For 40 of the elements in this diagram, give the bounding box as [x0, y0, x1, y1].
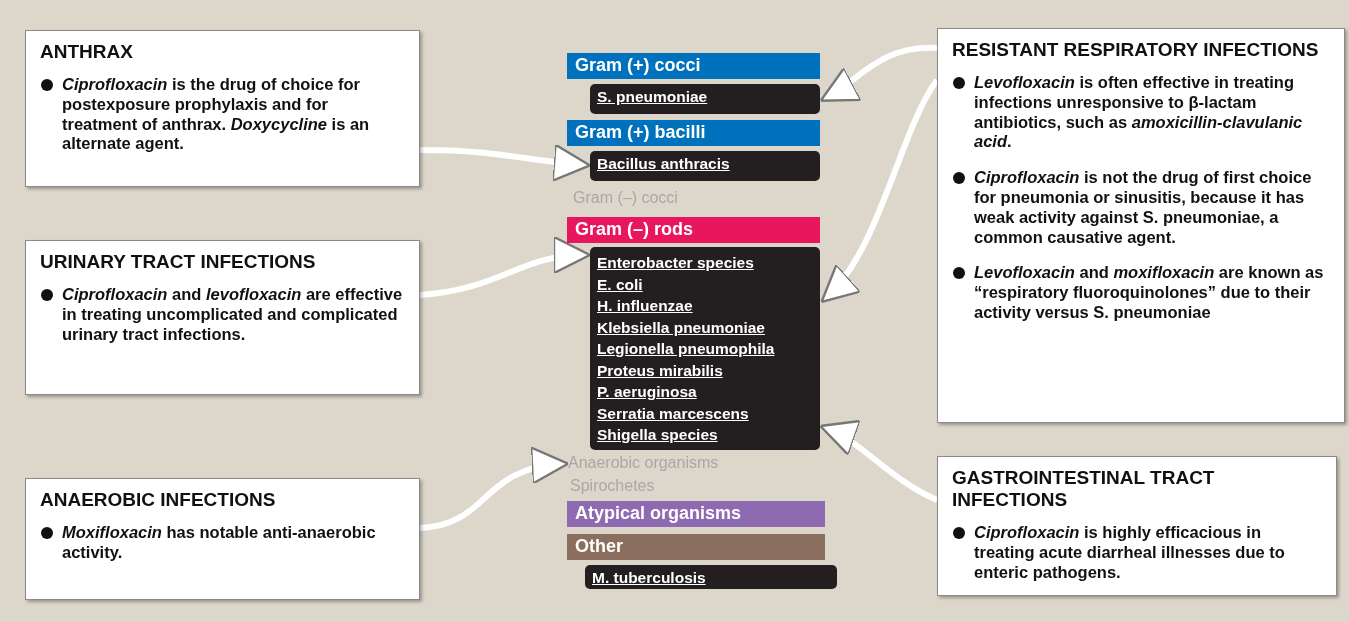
- callout-box: [25, 240, 420, 395]
- organism-label: M. tuberculosis: [585, 565, 837, 589]
- organism-name: Serratia marcescens: [597, 403, 750, 424]
- callout-text: Moxifloxacin has notable anti-anaerobic activity.: [62, 523, 405, 563]
- organism-name: P. aeruginosa: [597, 382, 698, 402]
- callout-heading: URINARY TRACT INFECTIONS: [40, 251, 317, 273]
- arrow: [819, 45, 937, 103]
- organism-name: Shigella species: [597, 425, 719, 445]
- arrow: [419, 448, 570, 531]
- category-bar: Other: [567, 534, 825, 560]
- callout-box: [25, 30, 420, 187]
- category-bar: Gram (+) bacilli: [567, 120, 820, 146]
- arrow: [419, 237, 592, 298]
- organism-name: H. influenzae: [597, 296, 694, 316]
- arrow: [819, 421, 939, 503]
- callout-heading: ANTHRAX: [40, 41, 134, 63]
- organism-name: Legionella pneumophila: [597, 339, 776, 359]
- callout-text: Ciprofloxacin is the drug of choice for postexposure prophylaxis and for treatment of anthrax. Doxycycline is an alternate agent.: [62, 75, 405, 155]
- category-bar: Gram (+) cocci: [567, 53, 820, 79]
- callout-text: Ciprofloxacin is highly efficacious in treating acute diarrheal illnesses due to enteric pathogens.: [974, 523, 1322, 583]
- callout-text: Ciprofloxacin is not the drug of first choice for pneumonia or sinusitis, because it has weak activity against S. pneumoniae, a common causative agent.: [974, 168, 1330, 248]
- organism-list-box: [590, 247, 820, 450]
- arrow: [419, 143, 592, 182]
- organism-label: Bacillus anthracis: [590, 151, 820, 181]
- callout-heading: GASTROINTESTINAL TRACT INFECTIONS: [952, 467, 1216, 511]
- organism-name: Klebsiella pneumoniae: [597, 317, 766, 338]
- organism-name: Proteus mirabilis: [597, 360, 724, 381]
- category-bar: Atypical organisms: [567, 501, 825, 527]
- callout-heading: ANAEROBIC INFECTIONS: [40, 489, 277, 511]
- organism-label: S. pneumoniae: [590, 84, 820, 114]
- organism-name: E. coli: [597, 274, 644, 295]
- callout-text: Ciprofloxacin and levofloxacin are effective in treating uncomplicated and complicated urinary tract infections.: [62, 285, 405, 345]
- callout-text: Levofloxacin is often effective in treating infections unresponsive to β-lactam antibiotics, such as amoxicillin-clavulanic acid.: [974, 73, 1330, 153]
- callout-box: [937, 28, 1345, 423]
- organism-name: Enterobacter species: [597, 253, 755, 273]
- callout-text: Levofloxacin and moxifloxacin are known as “respiratory fluoroquinolones” due to their activity versus S. pneumoniae: [974, 263, 1330, 323]
- callout-box: [937, 456, 1337, 596]
- callout-box: [25, 478, 420, 600]
- category-bar: Gram (–) rods: [567, 217, 820, 243]
- callout-heading: RESISTANT RESPIRATORY INFECTIONS: [952, 39, 1320, 61]
